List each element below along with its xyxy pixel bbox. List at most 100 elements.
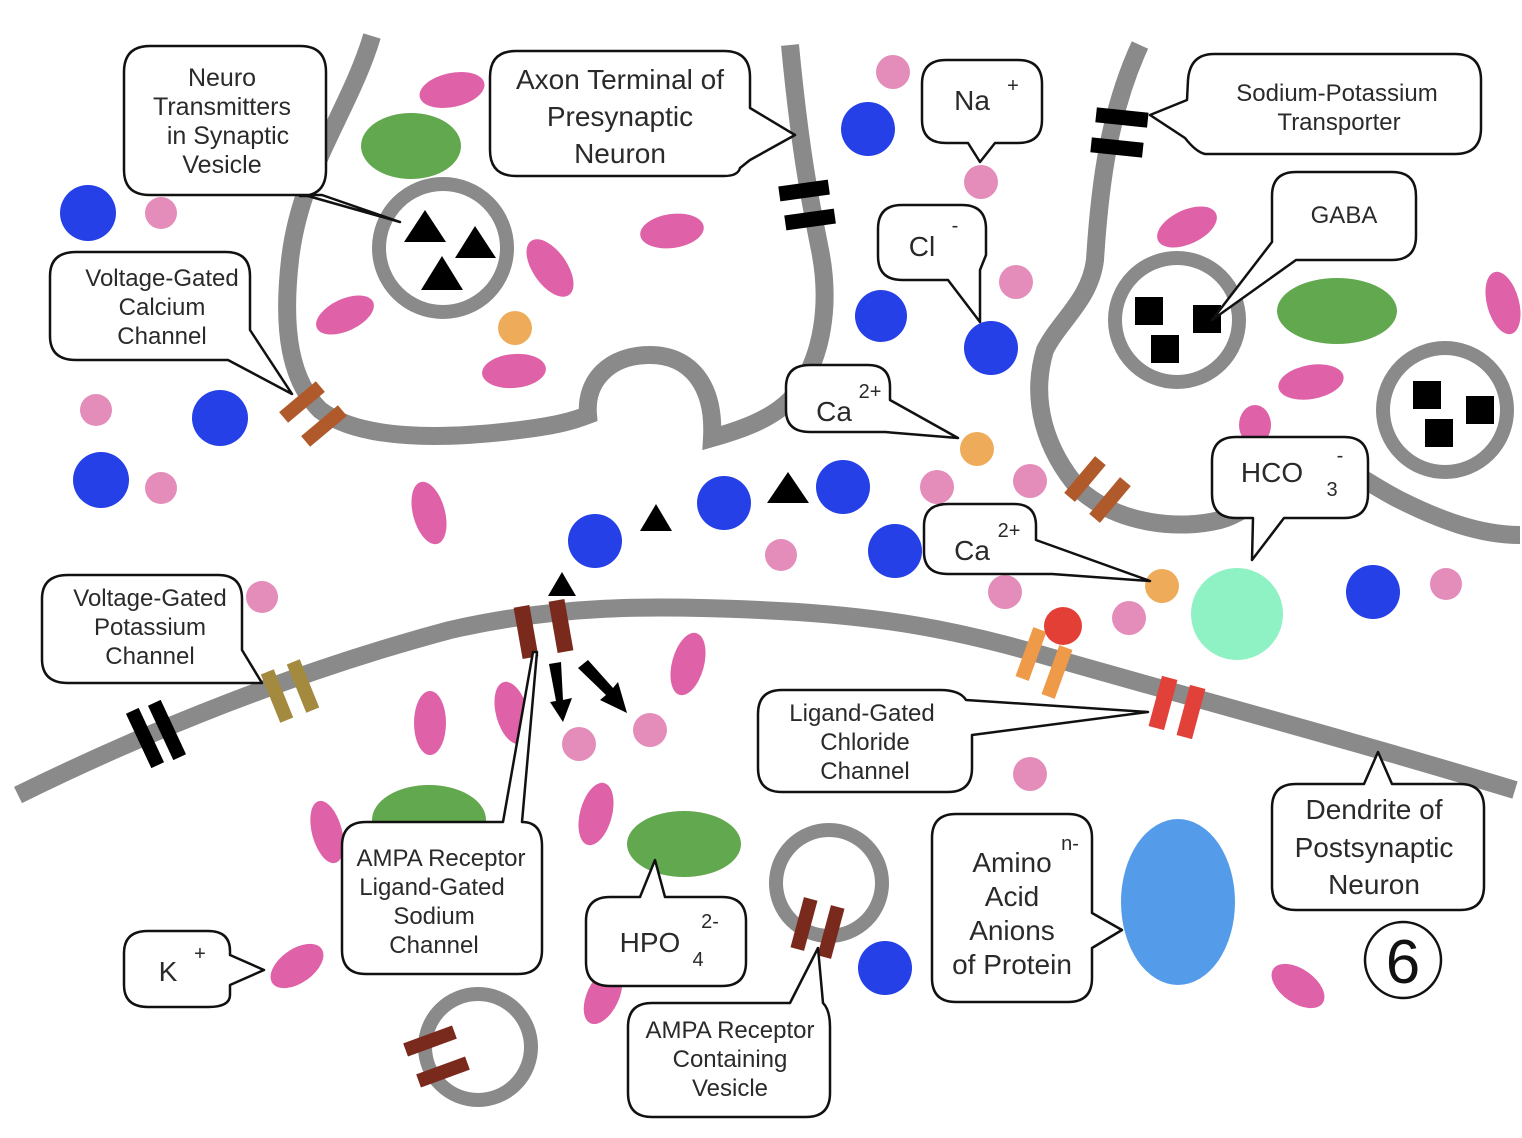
label-line: Channel <box>820 758 909 785</box>
svg-text:Postsynaptic: Postsynaptic <box>1295 832 1454 863</box>
svg-text:Voltage-Gated: Voltage-Gated <box>85 265 238 292</box>
panel-number: 6 <box>1386 928 1420 997</box>
arrow-down-right-icon <box>578 660 627 713</box>
phosphate-ion <box>627 811 741 877</box>
svg-text:Ca: Ca <box>954 535 990 566</box>
callout-neurotransmitters: Neuro Transmitters in Synaptic Vesicle <box>122 44 402 224</box>
ion-charge: n- <box>1061 833 1079 855</box>
ion-symbol: Ca <box>816 396 852 427</box>
label-line: Neuro <box>188 64 256 92</box>
svg-text:Potassium: Potassium <box>94 614 206 641</box>
callout-calcium-ion-top: Ca 2+ <box>784 363 960 440</box>
phosphate-ion <box>361 113 461 179</box>
potassium-ion <box>640 213 704 249</box>
svg-text:AMPA Receptor: AMPA Receptor <box>357 845 526 872</box>
voltage-gated-potassium-channel <box>260 659 320 723</box>
svg-text:GABA: GABA <box>1311 202 1378 229</box>
sodium-influx-arrows <box>548 572 627 722</box>
svg-text:Channel: Channel <box>117 323 206 350</box>
sodium-ion <box>999 265 1033 299</box>
svg-text:-: - <box>1337 445 1344 467</box>
label-line: Ligand-Gated <box>789 700 934 727</box>
svg-text:2+: 2+ <box>859 381 882 403</box>
callout-ampa-receptor: AMPA Receptor Ligand-Gated Sodium Channe… <box>340 650 544 976</box>
ion-symbol: Ca <box>954 535 990 566</box>
label-line: Calcium <box>119 294 206 321</box>
potassium-ion <box>1157 206 1217 248</box>
label-line: Neuron <box>1328 869 1420 900</box>
sodium-ion <box>1112 601 1146 635</box>
svg-text:Voltage-Gated: Voltage-Gated <box>73 585 226 612</box>
label-line: Neuron <box>574 138 666 169</box>
protein-anion <box>1121 819 1235 985</box>
svg-text:Neuro: Neuro <box>188 64 256 92</box>
potassium-ion <box>414 691 446 755</box>
ion-symbol: HCO <box>1241 457 1303 488</box>
label-line: of Protein <box>952 949 1072 980</box>
sodium-ion <box>988 575 1022 609</box>
svg-text:Channel: Channel <box>389 932 478 959</box>
ion-charge: 2- <box>701 911 719 933</box>
right-presynaptic-membrane <box>1030 41 1521 544</box>
neurotransmitter-triangle <box>455 226 496 258</box>
svg-text:Ligand-Gated: Ligand-Gated <box>359 874 504 901</box>
svg-text:Transporter: Transporter <box>1277 109 1400 136</box>
ampa-receptor-vesicle-left <box>418 987 538 1107</box>
label-line: Acid <box>985 881 1039 912</box>
calcium-ion <box>960 432 994 466</box>
potassium-ion <box>310 800 344 864</box>
sodium-ion <box>1013 757 1047 791</box>
ion-subscript: 4 <box>692 949 703 971</box>
sodium-ion <box>145 472 177 504</box>
ion-symbol: K <box>159 956 178 987</box>
label-line: Axon Terminal of <box>516 64 724 95</box>
label-line: Channel <box>389 932 478 959</box>
callout-ampa-receptor-vesicle: AMPA Receptor Containing Vesicle <box>626 946 832 1119</box>
neurotransmitter-triangle <box>421 256 463 290</box>
potassium-ion <box>526 239 574 297</box>
label-line: Amino <box>972 847 1051 878</box>
gaba-ligand <box>1044 607 1082 645</box>
svg-text:K: K <box>159 956 178 987</box>
chloride-ion <box>855 290 907 342</box>
chloride-ion <box>841 102 895 156</box>
label-line: Voltage-Gated <box>85 265 238 292</box>
gaba-vesicle <box>1108 251 1246 389</box>
ion-charge: 2+ <box>998 520 1021 542</box>
chloride-ion <box>858 941 912 995</box>
callout-bicarbonate-ion: HCO 3 - <box>1210 435 1370 562</box>
ion-charge: 2+ <box>859 381 882 403</box>
potassium-ion <box>419 72 485 108</box>
calcium-ion <box>1145 569 1179 603</box>
svg-text:Presynaptic: Presynaptic <box>547 101 693 132</box>
ion-symbol: HPO <box>620 927 681 958</box>
gaba-molecule <box>1425 419 1453 447</box>
potassium-ion <box>1485 271 1521 335</box>
chloride-ion <box>192 390 248 446</box>
chloride-ion <box>73 452 129 508</box>
potassium-ion <box>1239 405 1271 445</box>
calcium-ion <box>498 311 532 345</box>
svg-text:Dendrite of: Dendrite of <box>1306 794 1443 825</box>
sodium-ion <box>1430 568 1462 600</box>
svg-text:HPO: HPO <box>620 927 681 958</box>
callout-gaba: GABA <box>1210 170 1418 322</box>
ion-symbol: Cl <box>909 231 935 262</box>
synaptic-vesicle-neurotransmitters <box>372 177 514 319</box>
sodium-ion <box>876 55 910 89</box>
sodium-ion <box>562 727 596 761</box>
sodium-ion <box>145 197 177 229</box>
svg-text:Na: Na <box>954 85 990 116</box>
svg-text:Sodium-Potassium: Sodium-Potassium <box>1236 80 1437 107</box>
label-line: Ligand-Gated <box>359 874 504 901</box>
ampa-receptor-channel <box>513 599 574 659</box>
phosphate-ion <box>1277 278 1397 344</box>
ligand-gated-chloride-channel <box>1148 675 1206 740</box>
svg-text:Neuron: Neuron <box>574 138 666 169</box>
svg-text:Vesicle: Vesicle <box>692 1075 768 1102</box>
potassium-ion <box>578 782 614 846</box>
svg-text:Chloride: Chloride <box>820 729 909 756</box>
potassium-ion <box>1278 364 1344 400</box>
label-line: Dendrite of <box>1306 794 1443 825</box>
chloride-ion <box>697 476 751 530</box>
